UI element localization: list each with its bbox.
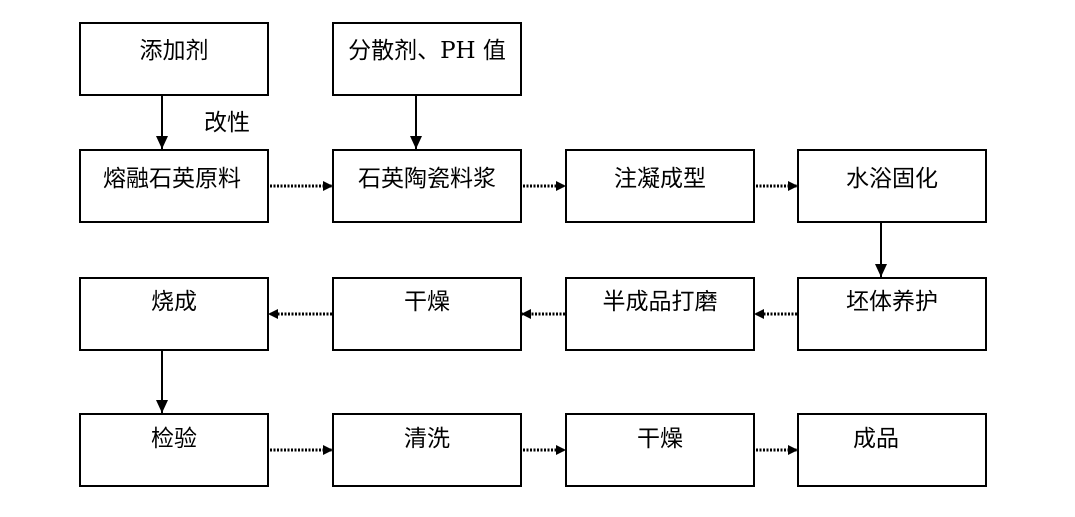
node-gelcasting-label: 注凝成型 (614, 166, 706, 192)
node-water-bath-curing-label: 水浴固化 (846, 166, 938, 192)
node-gelcasting: 注凝成型 (565, 149, 755, 223)
node-dispersant-ph: 分散剂、PH 值 (332, 22, 522, 96)
node-semi-grinding-label: 半成品打磨 (603, 289, 718, 315)
node-additive: 添加剂 (79, 22, 269, 96)
node-finished-product-label: 成品 (853, 426, 899, 452)
node-water-bath-curing: 水浴固化 (797, 149, 987, 223)
edge-label-modification: 改性 (204, 110, 250, 136)
node-drying-2: 干燥 (565, 413, 755, 487)
node-fused-silica: 熔融石英原料 (79, 149, 269, 223)
node-green-body-curing-label: 坯体养护 (846, 289, 938, 315)
node-sintering: 烧成 (79, 277, 269, 351)
node-inspection-label: 检验 (151, 426, 197, 452)
node-finished-product: 成品 (797, 413, 987, 487)
node-fused-silica-label: 熔融石英原料 (103, 166, 241, 192)
node-sintering-label: 烧成 (151, 289, 197, 315)
node-green-body-curing: 坯体养护 (797, 277, 987, 351)
node-cleaning-label: 清洗 (404, 426, 450, 452)
node-dispersant-ph-label: 分散剂、PH 值 (348, 38, 506, 64)
node-drying-1-label: 干燥 (404, 289, 450, 315)
node-cleaning: 清洗 (332, 413, 522, 487)
node-drying-2-label: 干燥 (637, 426, 683, 452)
node-silica-slurry-label: 石英陶瓷料浆 (358, 166, 496, 192)
node-drying-1: 干燥 (332, 277, 522, 351)
node-semi-grinding: 半成品打磨 (565, 277, 755, 351)
node-silica-slurry: 石英陶瓷料浆 (332, 149, 522, 223)
node-additive-label: 添加剂 (140, 38, 209, 64)
node-inspection: 检验 (79, 413, 269, 487)
